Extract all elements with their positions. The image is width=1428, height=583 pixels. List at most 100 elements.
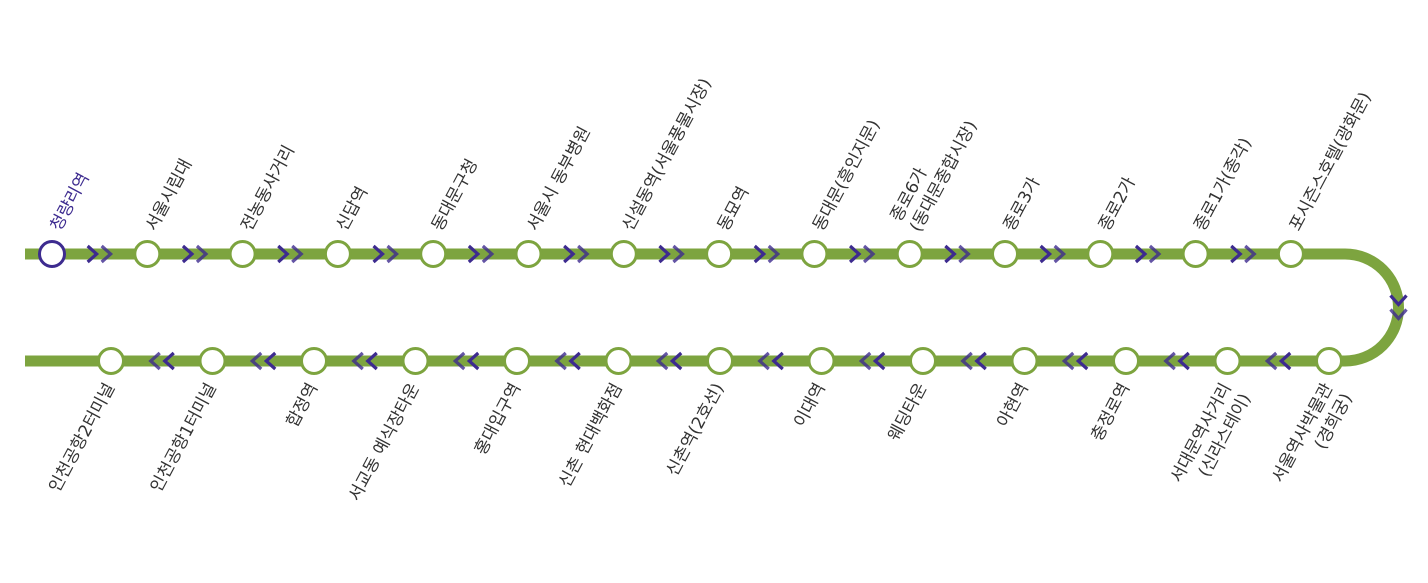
direction-chevron bbox=[1061, 351, 1089, 371]
station-label-text: 충정로역 bbox=[1087, 380, 1134, 445]
station-marker[interactable] bbox=[609, 240, 638, 268]
station-marker[interactable] bbox=[807, 347, 836, 375]
station-label[interactable]: 서울역사박물관(경희궁) bbox=[1268, 380, 1356, 496]
station-label-text: 전농동사거리 bbox=[237, 142, 299, 234]
station-marker[interactable] bbox=[419, 240, 448, 268]
station-label[interactable]: 신촌 현대백화점 bbox=[555, 380, 627, 491]
station-label[interactable]: 이대역 bbox=[790, 380, 830, 431]
station-label-text: 동대문구청 bbox=[428, 156, 482, 234]
station-label[interactable]: 신답역 bbox=[333, 184, 373, 235]
direction-chevron bbox=[858, 351, 886, 371]
station-label[interactable]: 종로1가(종각) bbox=[1190, 135, 1256, 235]
station-marker[interactable] bbox=[300, 347, 328, 375]
direction-chevron bbox=[1163, 351, 1190, 371]
station-label[interactable]: 전농동사거리 bbox=[237, 142, 299, 234]
station-label[interactable]: 합정역 bbox=[283, 380, 323, 431]
station-label[interactable]: 포시즌스호텔(광화문) bbox=[1286, 89, 1376, 234]
station-label-text: 이대역 bbox=[790, 380, 830, 431]
station-marker[interactable] bbox=[97, 347, 125, 375]
station-label-text: 신답역 bbox=[333, 184, 373, 235]
station-label[interactable]: 종로2가 bbox=[1095, 174, 1140, 235]
station-marker[interactable] bbox=[800, 240, 829, 268]
direction-chevron bbox=[351, 351, 378, 371]
station-label-text: 종로2가 bbox=[1095, 174, 1140, 235]
station-label-text: 종로3가 bbox=[1000, 174, 1045, 235]
direction-chevron bbox=[249, 351, 277, 371]
direction-chevron bbox=[277, 244, 304, 264]
station-marker[interactable] bbox=[323, 240, 352, 268]
station-label[interactable]: 아현역 bbox=[993, 380, 1033, 431]
direction-chevron bbox=[960, 351, 987, 371]
station-marker[interactable] bbox=[503, 347, 531, 375]
station-label[interactable]: 인천공항2터미널 bbox=[45, 380, 119, 496]
station-label-text: 인천공항2터미널 bbox=[45, 380, 119, 496]
station-marker[interactable] bbox=[1010, 347, 1039, 375]
station-marker[interactable] bbox=[705, 240, 734, 268]
station-marker[interactable] bbox=[401, 347, 430, 375]
station-marker[interactable] bbox=[198, 347, 227, 375]
station-label-text: 종로1가(종각) bbox=[1190, 135, 1256, 235]
direction-chevron bbox=[467, 244, 495, 264]
station-marker[interactable] bbox=[604, 347, 633, 375]
route-line bbox=[25, 248, 1404, 367]
direction-chevron bbox=[452, 351, 480, 371]
station-marker[interactable] bbox=[1181, 240, 1210, 268]
station-label[interactable]: 서울시 동부병원 bbox=[523, 124, 595, 235]
station-marker[interactable] bbox=[133, 240, 162, 268]
station-label[interactable]: 동대문(흥인지문) bbox=[809, 117, 884, 235]
direction-chevron bbox=[848, 244, 876, 264]
station-label[interactable]: 신촌역(2호선) bbox=[663, 380, 729, 480]
station-label-text: 서울시 동부병원 bbox=[523, 124, 595, 235]
station-marker[interactable] bbox=[991, 240, 1019, 268]
station-label[interactable]: 웨딩타운 bbox=[884, 380, 931, 445]
direction-chevron bbox=[554, 351, 581, 371]
station-label-text: 아현역 bbox=[993, 380, 1033, 431]
direction-chevron bbox=[1264, 351, 1292, 371]
direction-chevron bbox=[181, 244, 209, 264]
route-track bbox=[25, 248, 1404, 367]
direction-chevron bbox=[148, 351, 175, 371]
station-label[interactable]: 홍대입구역 bbox=[471, 380, 525, 458]
station-marker[interactable] bbox=[909, 347, 937, 375]
station-marker[interactable] bbox=[1276, 240, 1305, 268]
station-label[interactable]: 종로3가 bbox=[1000, 174, 1045, 235]
station-label[interactable]: 서대문역사거리(신라스테이) bbox=[1167, 380, 1255, 496]
direction-chevron bbox=[563, 244, 590, 264]
station-marker[interactable] bbox=[1086, 240, 1115, 268]
station-label[interactable]: 동묘역 bbox=[714, 184, 754, 235]
station-label[interactable]: 인천공항1터미널 bbox=[147, 380, 221, 496]
station-labels: 청량리역 서울시립대 전농동사거리 신답역 동대문구청 서울시 동부병원 신설동역(서울풍물… bbox=[45, 75, 1375, 504]
station-label-text: 홍대입구역 bbox=[471, 380, 525, 458]
direction-arrows bbox=[86, 244, 1408, 371]
station-label[interactable]: 청량리역 bbox=[47, 170, 94, 235]
direction-chevron bbox=[757, 351, 784, 371]
direction-chevron bbox=[372, 244, 399, 264]
station-label-text: 신설동역(서울풍물시장) bbox=[619, 75, 716, 234]
station-marker[interactable] bbox=[1213, 347, 1242, 375]
station-marker[interactable] bbox=[1112, 347, 1140, 375]
station-label[interactable]: 서교동 예식장타운 bbox=[345, 380, 424, 505]
station-label[interactable]: 동대문구청 bbox=[428, 156, 482, 234]
station-label[interactable]: 신설동역(서울풍물시장) bbox=[619, 75, 716, 234]
station-label-text: 동대문(흥인지문) bbox=[809, 117, 884, 235]
direction-chevron bbox=[1389, 294, 1408, 321]
direction-chevron bbox=[1134, 244, 1162, 264]
direction-chevron bbox=[658, 244, 685, 264]
station-label[interactable]: 서울시립대 bbox=[142, 156, 196, 234]
direction-chevron bbox=[1039, 244, 1067, 264]
station-label[interactable]: 종로6가(동대문종합시장) bbox=[887, 107, 982, 236]
direction-chevron bbox=[753, 244, 781, 264]
station-marker-current[interactable] bbox=[38, 240, 66, 268]
station-marker[interactable] bbox=[228, 240, 257, 268]
station-marker[interactable] bbox=[706, 347, 734, 375]
station-marker[interactable] bbox=[895, 240, 924, 268]
direction-chevron bbox=[1230, 244, 1257, 264]
station-marker[interactable] bbox=[1315, 347, 1343, 375]
station-label[interactable]: 충정로역 bbox=[1087, 380, 1134, 445]
direction-chevron bbox=[86, 244, 114, 264]
station-marker[interactable] bbox=[514, 240, 543, 268]
station-label-text: 포시즌스호텔(광화문) bbox=[1286, 89, 1376, 234]
station-label-text: 동묘역 bbox=[714, 184, 754, 235]
station-label-text: 신촌역(2호선) bbox=[663, 380, 729, 480]
